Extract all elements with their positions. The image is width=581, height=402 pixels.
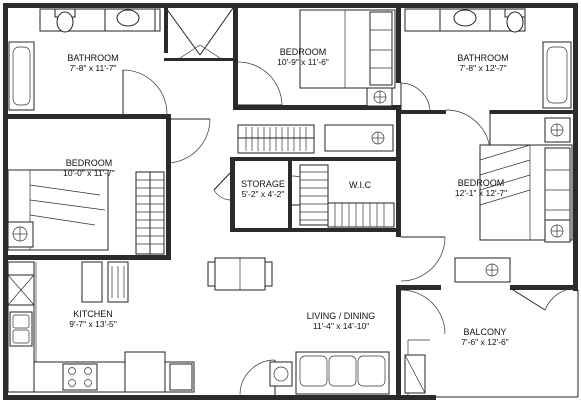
bed-top-furniture — [299, 9, 396, 107]
room-dims: 5'-2" x 4'-2" — [241, 189, 285, 199]
room-name: LIVING / DINING — [306, 311, 376, 321]
room-name: BEDROOM — [65, 158, 113, 168]
room-label-living: LIVING / DINING 11'-4" x 14'-10" — [300, 311, 382, 331]
closet-top — [237, 124, 394, 154]
room-name: W.I.C — [349, 180, 371, 190]
bed-left-furniture — [7, 169, 165, 255]
room-label-wic: W.I.C — [338, 180, 382, 190]
walls — [3, 3, 578, 400]
balcony-detail — [404, 354, 426, 394]
bath-left-fixtures — [8, 8, 161, 111]
room-label-bath-right: BATHROOM 7'-8" x 12'-7" — [450, 53, 516, 73]
bath-right-fixtures — [404, 8, 572, 109]
room-label-bed-left: BEDROOM 10'-0" x 11'-7" — [56, 158, 122, 178]
room-name: BEDROOM — [279, 47, 327, 57]
door-swings — [122, 7, 576, 396]
room-label-storage: STORAGE 5'-2" x 4'-2" — [234, 179, 292, 199]
room-name: STORAGE — [241, 179, 285, 189]
bed-right-furniture — [454, 117, 573, 283]
room-label-bed-top: BEDROOM 10'-9" x 11'-6" — [270, 47, 336, 67]
room-name: BATHROOM — [457, 53, 509, 63]
room-dims: 7'-6" x 12'-6" — [461, 337, 509, 347]
room-dims: 7'-8" x 12'-7" — [459, 63, 507, 73]
room-dims: 10'-9" x 11'-6" — [277, 57, 329, 67]
room-label-balcony: BALCONY 7'-6" x 12'-6" — [452, 327, 518, 347]
room-dims: 9'-7" x 13'-5" — [69, 319, 117, 329]
room-dims: 7'-8" x 11'-7" — [69, 63, 117, 73]
storage-detail — [229, 164, 236, 176]
room-label-kitchen: KITCHEN 9'-7" x 13'-5" — [60, 309, 126, 329]
room-name: BATHROOM — [67, 53, 119, 63]
room-name: KITCHEN — [73, 309, 113, 319]
wic-shelving — [299, 164, 395, 228]
room-dims: 12'-1" x 12'-7" — [454, 188, 508, 198]
room-name: BALCONY — [463, 327, 507, 337]
room-label-bath-left: BATHROOM 7'-8" x 11'-7" — [60, 53, 126, 73]
living-furniture — [207, 257, 390, 395]
room-label-bed-right: BEDROOM 12'-1" x 12'-7" — [448, 178, 514, 198]
room-name: BEDROOM — [457, 178, 505, 188]
room-dims: 10'-0" x 11'-7" — [63, 168, 115, 178]
kitchen-fixtures — [7, 261, 195, 393]
room-dims: 11'-4" x 14'-10" — [312, 321, 370, 331]
